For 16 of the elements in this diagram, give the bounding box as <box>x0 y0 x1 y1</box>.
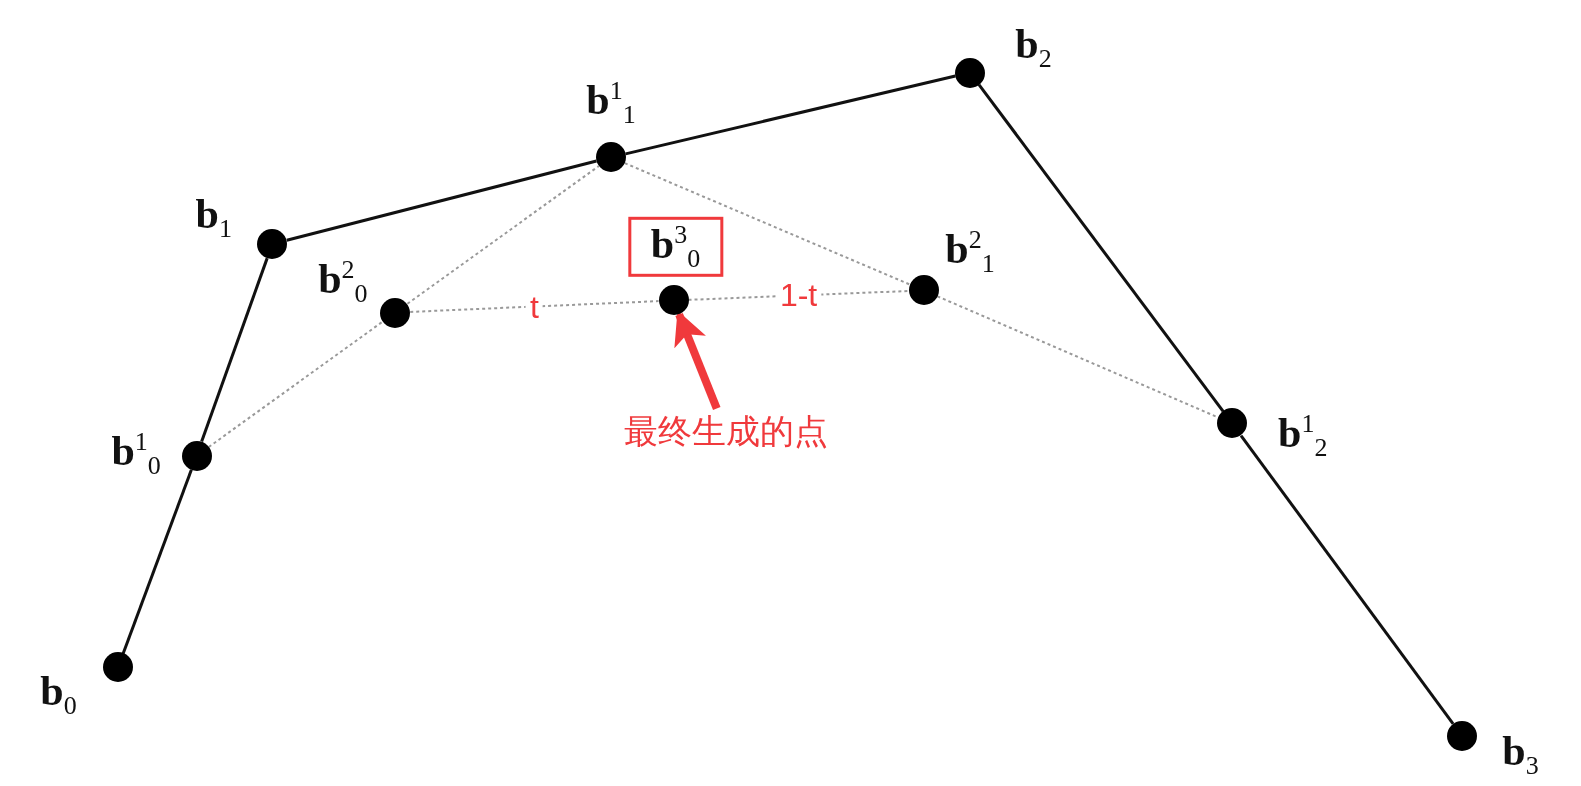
annotation-text: 最终生成的点 <box>623 409 828 453</box>
line <box>121 469 193 654</box>
line <box>625 74 956 156</box>
dashed-line <box>409 300 660 313</box>
line <box>1239 434 1455 725</box>
point-label: b$_{0}$ <box>40 666 77 721</box>
line <box>200 257 269 443</box>
line <box>286 159 597 242</box>
point-label: b$_{2}$ <box>1015 20 1052 75</box>
point-label: b$_{3}$ <box>1502 727 1539 782</box>
dashed-line <box>406 165 600 305</box>
dashed-line <box>623 162 911 286</box>
line <box>977 83 1225 413</box>
arrow <box>674 310 721 411</box>
point-label: b$_{1}$ <box>195 189 232 244</box>
dashed-line <box>207 320 385 448</box>
